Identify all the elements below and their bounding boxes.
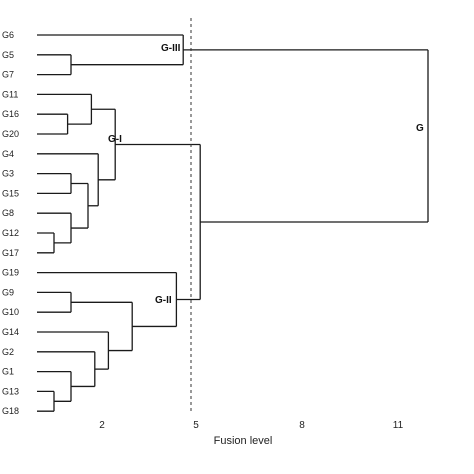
group-label-g: G — [416, 123, 424, 134]
leaf-label: G7 — [2, 70, 14, 80]
leaf-label: G6 — [2, 30, 14, 40]
leaf-label: G4 — [2, 149, 14, 159]
leaf-label: G3 — [2, 169, 14, 179]
leaf-label: G2 — [2, 347, 14, 357]
leaf-label: G14 — [2, 327, 19, 337]
x-axis-title: Fusion level — [214, 435, 273, 447]
group-label-g-iii: G-III — [161, 43, 181, 54]
leaf-label: G15 — [2, 188, 19, 198]
leaf-label: G13 — [2, 386, 19, 396]
leaf-label: G1 — [2, 367, 14, 377]
leaf-label: G12 — [2, 228, 19, 238]
x-tick-label: 5 — [193, 420, 199, 431]
leaf-label: G18 — [2, 406, 19, 416]
leaf-label: G19 — [2, 268, 19, 278]
x-tick-label: 2 — [99, 420, 105, 431]
x-tick-label: 8 — [299, 420, 305, 431]
leaf-label: G17 — [2, 248, 19, 258]
group-label-g-i: G-I — [108, 134, 122, 145]
dendrogram-links — [37, 34, 429, 412]
leaf-label: G8 — [2, 208, 14, 218]
leaf-label: G9 — [2, 287, 14, 297]
leaf-label: G20 — [2, 129, 19, 139]
leaf-label: G5 — [2, 50, 14, 60]
leaf-label: G16 — [2, 109, 19, 119]
leaf-label: G11 — [2, 89, 18, 99]
leaf-labels: G6G5G7G11G16G20G4G3G15G8G12G17G19G9G10G1… — [2, 30, 19, 416]
leaf-label: G10 — [2, 307, 19, 317]
group-label-g-ii: G-II — [155, 295, 172, 306]
x-tick-label: 11 — [393, 420, 404, 431]
